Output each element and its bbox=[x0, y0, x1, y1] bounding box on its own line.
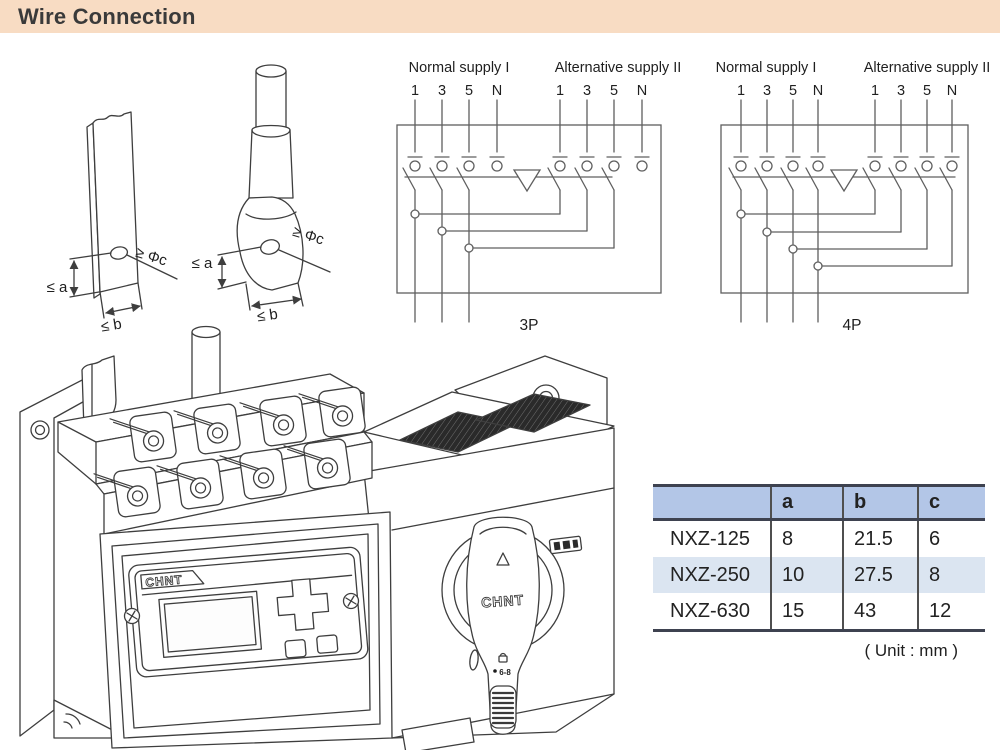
dim-b2-line bbox=[251, 295, 302, 310]
din-rail-tab bbox=[401, 717, 475, 750]
terminal-label: N bbox=[947, 83, 957, 99]
terminal-label: 5 bbox=[923, 83, 931, 99]
dim-b-ext1 bbox=[99, 291, 105, 319]
dim-a-ext2 bbox=[69, 291, 100, 298]
busbar-front-face bbox=[92, 111, 139, 293]
terminal-label: 5 bbox=[610, 83, 618, 99]
dim-label-b2: ≤ b bbox=[256, 306, 279, 326]
cell-c: 6 bbox=[917, 519, 985, 557]
cell-b: 43 bbox=[842, 593, 918, 631]
terminal-label: N bbox=[813, 83, 823, 99]
lug-hole bbox=[259, 239, 281, 255]
panel-button-2 bbox=[316, 634, 339, 654]
handle-direction-triangle bbox=[496, 552, 510, 566]
table-row: NXZ-630 15 43 12 bbox=[653, 593, 985, 631]
dim-a2-ext1 bbox=[217, 246, 262, 256]
terminal-label: 5 bbox=[465, 83, 473, 99]
terminal-label: 3 bbox=[763, 83, 771, 99]
wire-cylinder bbox=[255, 70, 287, 129]
actuator-triangle bbox=[512, 169, 542, 193]
panel-screw-right bbox=[342, 592, 360, 610]
busbar-lug-diagram: ≤ a ≤ b ≥ Φc bbox=[47, 111, 178, 336]
unit-note: ( Unit : mm ) bbox=[864, 641, 959, 660]
dim-label-c: ≥ Φc bbox=[134, 244, 170, 270]
terminal-label: 1 bbox=[737, 83, 745, 99]
dim-c-leader bbox=[126, 254, 178, 280]
mount-hole-inner bbox=[34, 424, 46, 436]
handle-marking-text: 6-8 bbox=[499, 668, 511, 677]
col-header-a: a bbox=[770, 485, 843, 521]
pole-label-4p: 4P bbox=[843, 317, 862, 334]
position-indicator-label bbox=[548, 535, 583, 555]
schematic-3p-box bbox=[396, 124, 662, 294]
dim-label-a: ≤ a bbox=[47, 279, 68, 296]
schematic-4p-box bbox=[720, 124, 969, 294]
dim-b-ext2 bbox=[137, 282, 143, 310]
terminal-label: 3 bbox=[438, 83, 446, 99]
terminal-label: 3 bbox=[897, 83, 905, 99]
table-header-row: a b c bbox=[653, 485, 985, 521]
cell-c: 12 bbox=[917, 593, 985, 631]
cell-model: NXZ-125 bbox=[670, 527, 751, 550]
rotary-handle: CHNT 6-8 bbox=[441, 516, 565, 735]
terminal-label: 1 bbox=[871, 83, 879, 99]
stem-slot bbox=[469, 649, 479, 671]
cell-a: 8 bbox=[770, 519, 843, 557]
supply-label-normal: Normal supply I bbox=[716, 60, 817, 76]
cable-lug-diagram: ≤ a ≤ b ≥ Φc bbox=[192, 64, 331, 326]
dim-b2-ext1 bbox=[245, 283, 251, 311]
terminal-label: N bbox=[637, 83, 647, 99]
terminal-label: N bbox=[492, 83, 502, 99]
table-row: NXZ-250 10 27.5 8 bbox=[653, 557, 985, 593]
dim-label-b: ≤ b bbox=[100, 316, 123, 336]
panel-screw-left bbox=[123, 607, 141, 625]
actuator-triangle bbox=[829, 169, 859, 193]
dim-c2-leader bbox=[278, 249, 331, 273]
terminal-label: 3 bbox=[583, 83, 591, 99]
panel-brand-text: CHNT bbox=[145, 572, 183, 589]
terminal-label: 1 bbox=[411, 83, 419, 99]
vent-grid-right bbox=[475, 393, 591, 433]
supply-label-normal: Normal supply I bbox=[409, 60, 510, 76]
thumb-grip bbox=[489, 685, 517, 729]
dim-b2-ext2 bbox=[297, 282, 304, 307]
cell-b: 27.5 bbox=[842, 557, 918, 593]
dimension-table: a b c NXZ-125 8 21.5 6 NXZ-250 10 27.5 8… bbox=[653, 484, 985, 632]
col-header-b: b bbox=[842, 485, 918, 521]
ats-device-drawing: CHNT CHNT bbox=[19, 325, 615, 750]
lug-collar bbox=[251, 129, 291, 138]
col-header-c: c bbox=[917, 485, 985, 521]
brand-plate bbox=[140, 569, 205, 590]
cell-model: NXZ-630 bbox=[670, 599, 751, 622]
schematic-4p: Normal supply I Alternative supply II 1 … bbox=[716, 60, 991, 334]
dim-b-line bbox=[105, 303, 141, 316]
wire-top bbox=[255, 64, 287, 78]
cell-a: 15 bbox=[770, 593, 843, 631]
cell-a: 10 bbox=[770, 557, 843, 593]
page-header-band: Wire Connection bbox=[0, 0, 1000, 33]
nav-cross-button bbox=[276, 578, 330, 631]
supply-label-alt: Alternative supply II bbox=[555, 60, 682, 76]
cell-model: NXZ-250 bbox=[653, 557, 771, 593]
dim-a-ext1 bbox=[69, 252, 112, 260]
cell-b: 21.5 bbox=[842, 519, 918, 557]
terminal-label: 1 bbox=[556, 83, 564, 99]
supply-label-alt: Alternative supply II bbox=[864, 60, 991, 76]
lug-barrel bbox=[248, 124, 294, 199]
base-foot bbox=[53, 699, 129, 739]
col-header-model bbox=[653, 485, 771, 521]
table-row: NXZ-125 8 21.5 6 bbox=[653, 519, 985, 557]
terminal-label: 5 bbox=[789, 83, 797, 99]
dim-label-a2: ≤ a bbox=[192, 255, 213, 272]
control-panel: CHNT bbox=[128, 546, 369, 678]
lug-fold-line bbox=[245, 211, 297, 220]
handle-brand-text: CHNT bbox=[481, 592, 525, 611]
pole-label-3p: 3P bbox=[520, 317, 539, 334]
page-title: Wire Connection bbox=[18, 3, 196, 29]
padlock-icon bbox=[498, 652, 508, 663]
busbar-hole bbox=[109, 246, 129, 260]
cell-c: 8 bbox=[917, 557, 985, 593]
schematic-3p: Normal supply I Alternative supply II 1 … bbox=[396, 60, 682, 334]
panel-button-1 bbox=[284, 639, 307, 659]
